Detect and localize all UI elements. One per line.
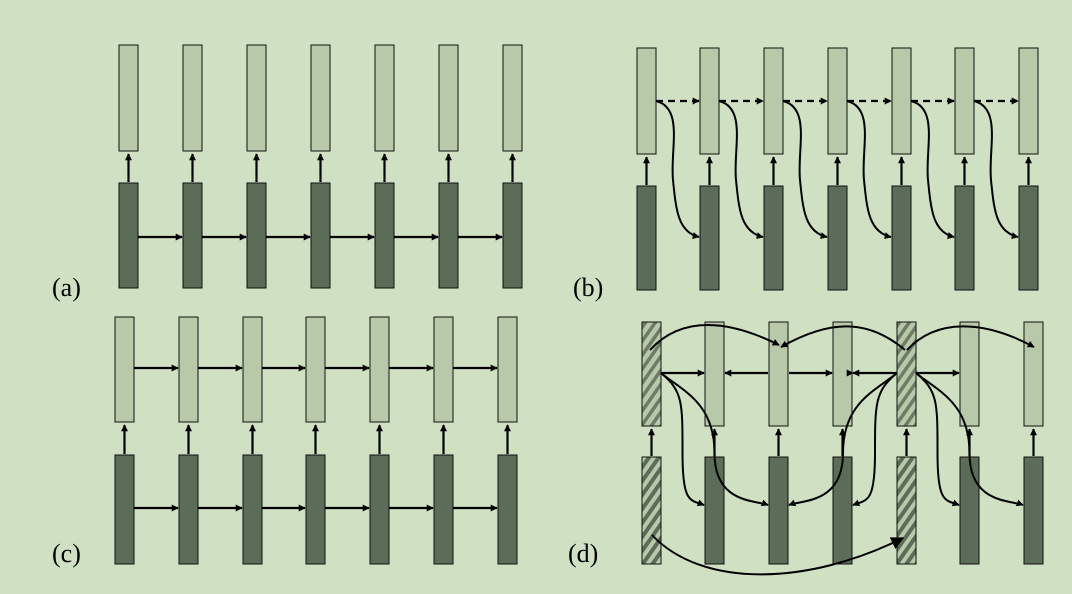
lower-cell <box>959 456 980 565</box>
upper-cell <box>438 44 459 152</box>
lower-cell <box>763 185 784 291</box>
cross-link-arrow <box>782 100 828 240</box>
lower-cell <box>114 454 135 565</box>
lower-cell <box>1018 185 1039 291</box>
top-arc-arrow <box>906 325 1035 351</box>
cross-link-arrow <box>655 100 700 239</box>
upper-cell <box>832 321 853 427</box>
lower-cell <box>704 456 725 565</box>
lower-cell <box>242 454 263 565</box>
upper-cell <box>497 316 518 423</box>
upper-cell <box>310 44 331 152</box>
lower-cell <box>438 182 459 289</box>
lower-cell <box>182 182 203 289</box>
lower-cell <box>369 454 390 565</box>
panel-b <box>636 47 1039 291</box>
upper-cell <box>768 321 789 427</box>
bottom-arc-arrow <box>651 534 905 576</box>
cross-link-arrow <box>973 100 1019 240</box>
hub-cross-arrow <box>852 372 898 507</box>
panel-label-c: (c) <box>52 539 81 568</box>
lower-cell <box>768 456 789 565</box>
upper-cell <box>178 316 199 423</box>
upper-cell <box>959 321 980 427</box>
hub-cross-arrow <box>915 372 1024 507</box>
upper-cell <box>433 316 454 423</box>
upper-cell <box>704 321 725 427</box>
hub-cross-arrow <box>915 372 960 507</box>
panel-label-d: (d) <box>568 539 598 568</box>
hub-upper-cell <box>896 321 917 427</box>
hub-lower-cell <box>641 456 662 565</box>
upper-cell <box>114 316 135 423</box>
top-arc-arrow <box>780 325 906 351</box>
lower-cell <box>954 185 975 291</box>
panel-label-b: (b) <box>573 273 603 302</box>
upper-cell <box>118 44 139 152</box>
panel-label-a: (a) <box>52 273 81 302</box>
upper-cell <box>636 47 657 155</box>
hub-lower-cell <box>896 456 917 565</box>
lower-cell <box>118 182 139 289</box>
upper-cell <box>502 44 523 152</box>
lower-cell <box>891 185 912 291</box>
upper-cell <box>1023 321 1044 427</box>
cross-link-arrow <box>718 100 764 240</box>
lower-cell <box>502 182 523 289</box>
panel-a <box>118 44 523 289</box>
hub-cross-arrow <box>660 372 705 507</box>
lower-cell <box>178 454 199 565</box>
hub-cross-arrow <box>788 372 898 507</box>
cross-link-arrow <box>846 100 892 240</box>
lower-cell <box>699 185 720 291</box>
lower-cell <box>246 182 267 289</box>
hub-cross-arrow <box>660 372 769 507</box>
upper-cell <box>699 47 720 155</box>
hub-upper-cell <box>641 321 662 427</box>
panel-d <box>641 321 1044 576</box>
upper-cell <box>1018 47 1039 155</box>
lower-cell <box>1023 456 1044 565</box>
top-arc-arrow <box>649 324 780 351</box>
lower-cell <box>374 182 395 289</box>
upper-cell <box>369 316 390 423</box>
lower-cell <box>636 185 657 291</box>
lower-cell <box>305 454 326 565</box>
upper-cell <box>305 316 326 423</box>
upper-cell <box>827 47 848 155</box>
upper-cell <box>182 44 203 152</box>
upper-cell <box>763 47 784 155</box>
upper-cell <box>246 44 267 152</box>
upper-cell <box>242 316 263 423</box>
upper-cell <box>374 44 395 152</box>
lower-cell <box>832 456 853 565</box>
cross-link-arrow <box>910 100 955 239</box>
lower-cell <box>433 454 454 565</box>
lower-cell <box>497 454 518 565</box>
lower-cell <box>310 182 331 289</box>
upper-cell <box>891 47 912 155</box>
upper-cell <box>954 47 975 155</box>
panel-c <box>114 316 518 565</box>
lower-cell <box>827 185 848 291</box>
